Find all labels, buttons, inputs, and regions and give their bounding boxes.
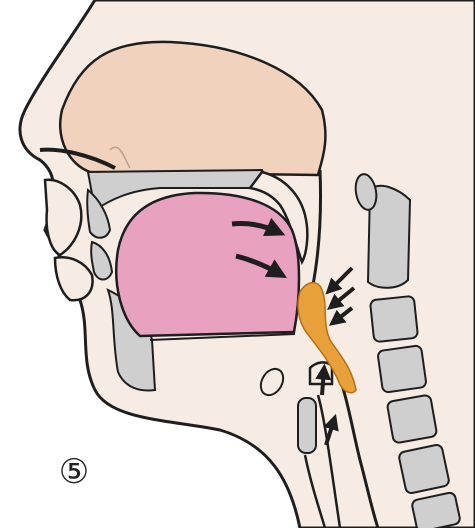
vertebra xyxy=(398,444,450,494)
tongue xyxy=(116,193,299,336)
vertebra xyxy=(387,394,438,443)
vertebra xyxy=(370,296,418,342)
larynx-cartilage xyxy=(298,398,316,453)
epiglottis xyxy=(310,362,332,384)
vertebra xyxy=(377,345,426,393)
upward-arrow xyxy=(322,370,324,395)
step-number-label: ⑤ xyxy=(54,452,94,492)
